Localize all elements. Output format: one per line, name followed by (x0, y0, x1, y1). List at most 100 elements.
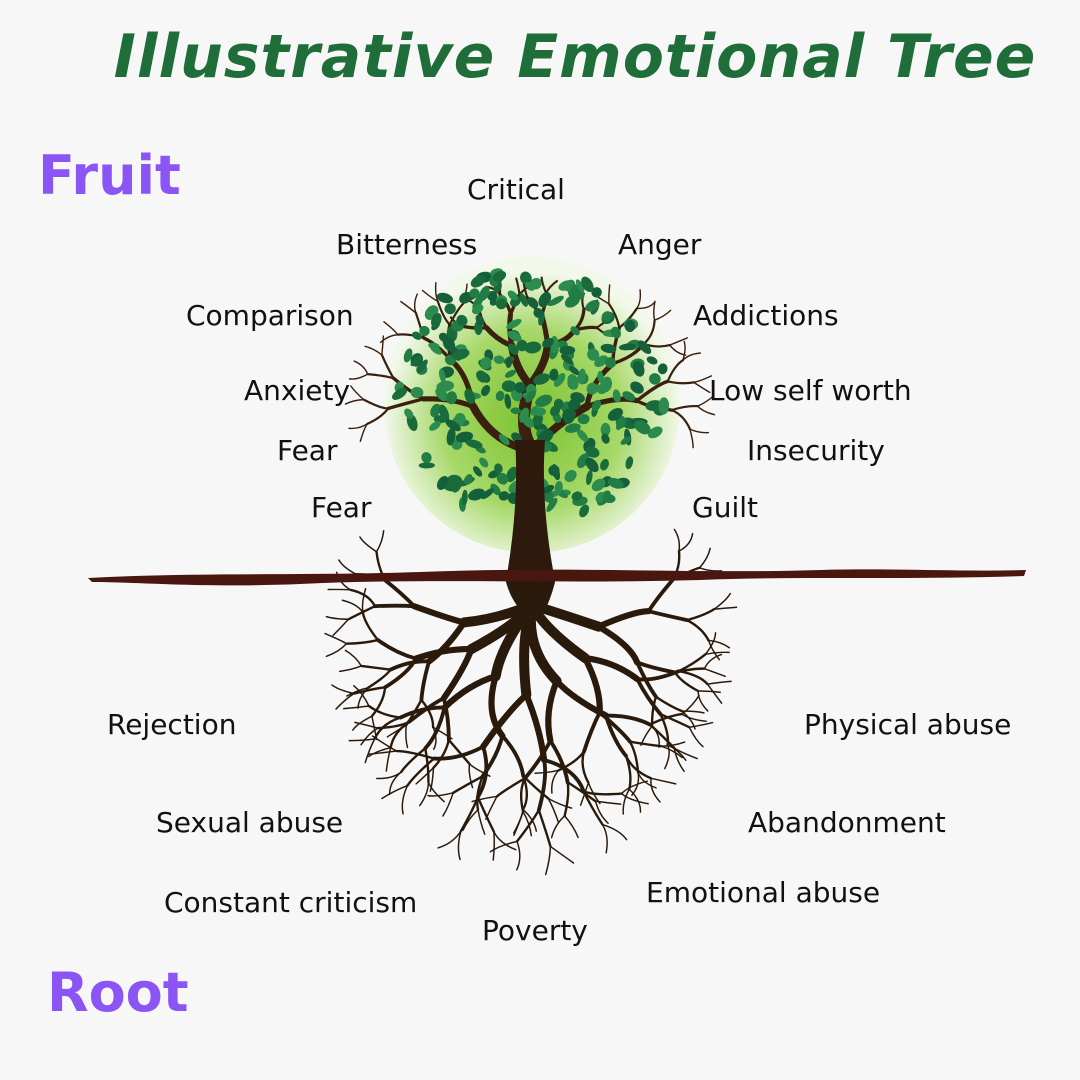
leaf (551, 464, 561, 481)
branch (618, 307, 638, 329)
root (432, 738, 451, 769)
leaf (575, 279, 585, 293)
root (332, 618, 350, 637)
root (359, 536, 378, 553)
leaf (498, 434, 510, 446)
leaf (403, 348, 413, 363)
root (579, 782, 590, 806)
root (523, 738, 553, 780)
leaf (436, 292, 453, 304)
root (595, 608, 652, 630)
branch (434, 282, 439, 303)
root (688, 721, 714, 729)
leaf (464, 388, 476, 404)
leaf (507, 290, 518, 301)
root (594, 800, 622, 805)
root (581, 750, 590, 785)
root (341, 599, 364, 614)
branch (383, 321, 399, 336)
page-title: Illustrative Emotional Tree (113, 22, 1037, 92)
root (522, 810, 533, 837)
root (325, 642, 348, 658)
branch (693, 375, 713, 384)
root (525, 600, 562, 687)
branch (413, 293, 418, 314)
leaf (514, 381, 526, 394)
leaf (632, 361, 645, 377)
root (419, 659, 431, 702)
root (480, 691, 530, 750)
root (545, 677, 560, 744)
leaf (507, 330, 522, 342)
leaf (620, 436, 632, 445)
root (673, 747, 685, 773)
root (704, 651, 730, 656)
leaf (520, 271, 532, 285)
leaf (506, 318, 522, 330)
leaf (416, 359, 428, 374)
leaf (501, 380, 517, 392)
root (423, 705, 447, 751)
root (697, 690, 721, 694)
leaf (587, 348, 600, 361)
root (352, 715, 373, 731)
root (381, 784, 409, 800)
root (493, 830, 517, 851)
root (495, 776, 527, 798)
leaf (522, 415, 534, 428)
leaf (411, 331, 422, 340)
fruit-label: Anxiety (244, 374, 351, 407)
root (352, 686, 387, 695)
leaf (546, 497, 558, 512)
root (373, 716, 402, 741)
root (424, 747, 430, 784)
root (462, 808, 479, 831)
branch (507, 312, 515, 349)
root (594, 800, 609, 824)
root (342, 705, 370, 710)
leaf (479, 457, 489, 468)
branch (693, 381, 711, 394)
root (603, 713, 652, 727)
leaf (479, 285, 490, 301)
leaf (542, 337, 554, 348)
branch (670, 409, 691, 431)
root (388, 659, 431, 672)
leaf (571, 491, 583, 501)
leaf (410, 356, 422, 367)
branch (515, 277, 521, 296)
leaf (438, 368, 446, 383)
root (646, 577, 675, 614)
root (628, 740, 640, 774)
branch (366, 373, 395, 380)
root (339, 665, 362, 673)
branch (381, 335, 385, 356)
leaf (504, 369, 517, 378)
leaf (601, 311, 613, 322)
root (601, 823, 608, 854)
root (582, 710, 602, 754)
root (637, 771, 657, 789)
root (698, 567, 723, 572)
root (650, 695, 658, 728)
leaf (591, 287, 602, 298)
fruit-label: Critical (467, 173, 565, 206)
branch (653, 309, 672, 321)
leaf (624, 319, 636, 333)
root (581, 654, 641, 683)
root (442, 792, 454, 817)
branch (380, 353, 395, 380)
root (654, 695, 684, 713)
fruit-label: Fear (277, 434, 338, 467)
root (349, 588, 377, 608)
leaf (493, 355, 505, 364)
root (440, 645, 475, 702)
root-label: Abandonment (748, 806, 946, 839)
branch (436, 300, 451, 326)
root (707, 639, 721, 661)
root (345, 638, 380, 645)
root (457, 830, 462, 861)
root (707, 639, 731, 649)
root (429, 766, 435, 792)
leaf (585, 446, 600, 458)
